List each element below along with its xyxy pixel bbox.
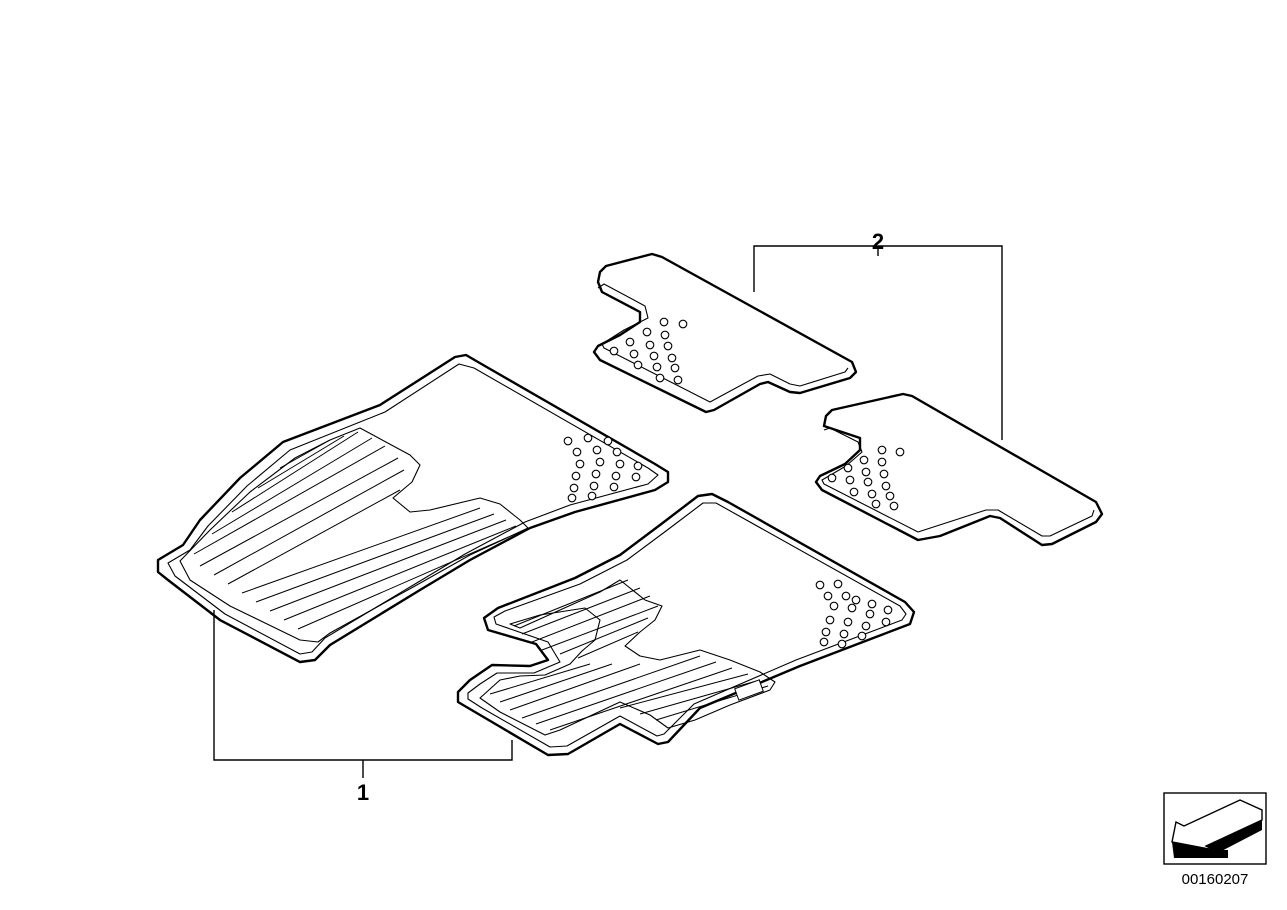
front-floor-mat-left[interactable] <box>156 353 670 664</box>
callout-1-leader <box>213 610 513 778</box>
rear-mat-upper-dots <box>609 317 688 385</box>
front-mat-right-heel-pad-dots <box>815 579 893 649</box>
callout-2-leader <box>753 245 1003 440</box>
rear-floor-mat-lower[interactable] <box>814 392 1104 547</box>
front-mat-right-logo-patch <box>734 679 764 701</box>
front-mat-left-heel-pad-dots <box>563 433 643 503</box>
callout-label-2[interactable]: 2 <box>872 229 884 254</box>
rear-mat-lower-dots <box>827 445 905 511</box>
diagram-number: 00160207 <box>1182 871 1249 888</box>
rear-floor-mat-upper[interactable] <box>592 252 858 414</box>
callout-label-1[interactable]: 1 <box>357 780 369 805</box>
front-direction-arrow-icon <box>1163 792 1267 865</box>
front-floor-mat-right[interactable] <box>456 492 916 757</box>
front-mat-left-ribs <box>193 431 521 630</box>
